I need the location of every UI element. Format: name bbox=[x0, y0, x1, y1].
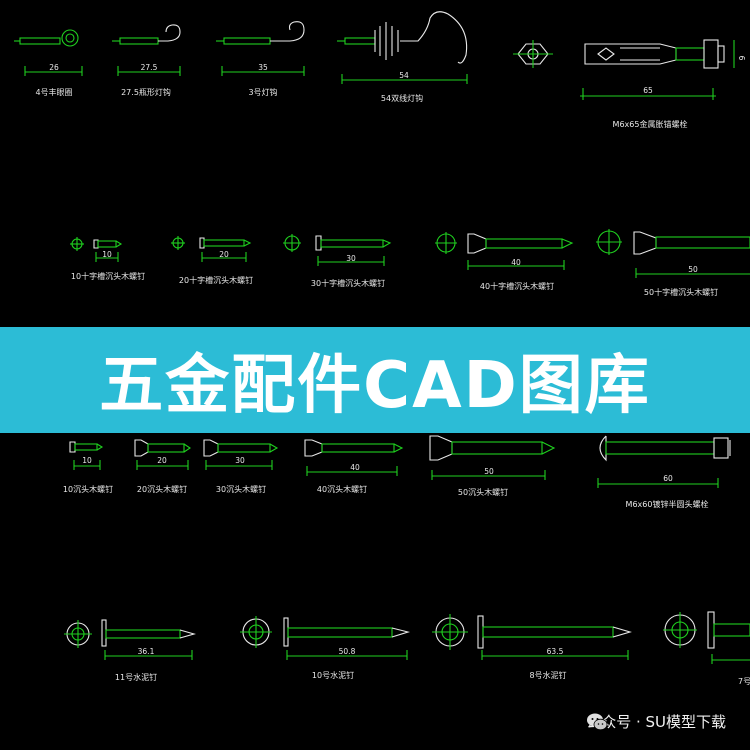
cross-screw-20-drawing bbox=[171, 236, 252, 262]
wood-screw-10-drawing bbox=[69, 441, 104, 470]
wood-screw-40-drawing bbox=[304, 439, 404, 476]
dim-nail-10: 50.8 bbox=[339, 647, 356, 656]
wood-screw-20-drawing bbox=[134, 439, 191, 470]
label-wood-20: 20沉头木螺钉 bbox=[137, 484, 187, 494]
dim-wood-10: 10 bbox=[82, 456, 92, 465]
label-expansion-bolt: M6x65金属胀锚螺栓 bbox=[613, 119, 688, 129]
cross-screw-10-drawing bbox=[70, 237, 123, 262]
label-wood-30: 30沉头木螺钉 bbox=[216, 484, 266, 494]
cross-screw-50-drawing bbox=[596, 229, 750, 278]
dim-cross-20: 20 bbox=[219, 250, 229, 259]
cement-nail-11-drawing bbox=[64, 619, 197, 660]
cement-nail-10-drawing bbox=[240, 616, 411, 660]
label-eye-screw: 4号丰眼圈 bbox=[35, 87, 72, 97]
eye-screw-drawing bbox=[14, 29, 83, 76]
dim-cross-50: 50 bbox=[688, 265, 698, 274]
watermark: 公众号 · SU模型下载 bbox=[586, 711, 726, 732]
dim-double-hook: 54 bbox=[399, 71, 409, 80]
label-round-bolt: M6x60镀锌半圆头螺栓 bbox=[626, 499, 709, 509]
label-wood-40: 40沉头木螺钉 bbox=[317, 484, 367, 494]
round-head-bolt-drawing bbox=[597, 435, 731, 488]
wood-screw-50-drawing bbox=[429, 435, 556, 480]
label-wood-50: 50沉头木螺钉 bbox=[458, 487, 508, 497]
dim-expansion-bolt: 65 bbox=[643, 86, 653, 95]
banner-title: 五金配件CAD图库 bbox=[99, 349, 651, 423]
label-nail-7: 7号 bbox=[738, 677, 750, 686]
hex-nut-view bbox=[513, 40, 553, 68]
label-cross-10: 10十字槽沉头木螺钉 bbox=[71, 271, 145, 281]
wechat-icon bbox=[587, 713, 608, 731]
label-cross-50: 50十字槽沉头木螺钉 bbox=[644, 287, 718, 297]
label-cross-30: 30十字槽沉头木螺钉 bbox=[311, 278, 385, 288]
label-cross-40: 40十字槽沉头木螺钉 bbox=[480, 281, 554, 291]
double-hook-drawing bbox=[337, 11, 468, 84]
cement-nail-8-drawing bbox=[432, 614, 632, 660]
label-nail-8: 8号水泥钉 bbox=[529, 670, 566, 680]
label-bottle-hook: 27.5瓶形灯钩 bbox=[121, 87, 171, 97]
cement-nail-7-drawing bbox=[663, 611, 750, 664]
watermark-text: 公众号 · SU模型下载 bbox=[586, 713, 726, 731]
label-nail-11: 11号水泥钉 bbox=[115, 672, 157, 682]
dim-round-bolt: 60 bbox=[663, 474, 673, 483]
dim-cross-30: 30 bbox=[346, 254, 356, 263]
bottle-hook-drawing bbox=[112, 24, 181, 76]
dim-bottle-hook: 27.5 bbox=[141, 63, 158, 72]
dim-lamp-hook: 35 bbox=[258, 63, 268, 72]
dim-nail-11: 36.1 bbox=[138, 647, 155, 656]
cross-screw-40-drawing bbox=[435, 232, 574, 270]
lamp-hook-drawing bbox=[216, 21, 305, 76]
title-banner: 五金配件CAD图库 bbox=[0, 327, 750, 433]
dim-wood-30: 30 bbox=[235, 456, 245, 465]
dim-cross-10: 10 bbox=[102, 250, 112, 259]
wood-screw-30-drawing bbox=[203, 439, 279, 470]
label-lamp-hook: 3号灯钩 bbox=[248, 87, 277, 97]
label-double-hook: 54双线灯钩 bbox=[381, 93, 423, 103]
dim-wood-40: 40 bbox=[350, 463, 360, 472]
cross-screw-30-drawing bbox=[283, 234, 392, 266]
dim-bolt-dia: 6 bbox=[737, 56, 746, 61]
dim-wood-50: 50 bbox=[484, 467, 494, 476]
dim-wood-20: 20 bbox=[157, 456, 167, 465]
dim-eye-screw: 26 bbox=[49, 63, 59, 72]
expansion-bolt-drawing bbox=[580, 39, 735, 100]
label-cross-20: 20十字槽沉头木螺钉 bbox=[179, 275, 253, 285]
label-nail-10: 10号水泥钉 bbox=[312, 670, 354, 680]
dim-nail-8: 63.5 bbox=[547, 647, 564, 656]
dim-cross-40: 40 bbox=[511, 258, 521, 267]
label-wood-10: 10沉头木螺钉 bbox=[63, 484, 113, 494]
